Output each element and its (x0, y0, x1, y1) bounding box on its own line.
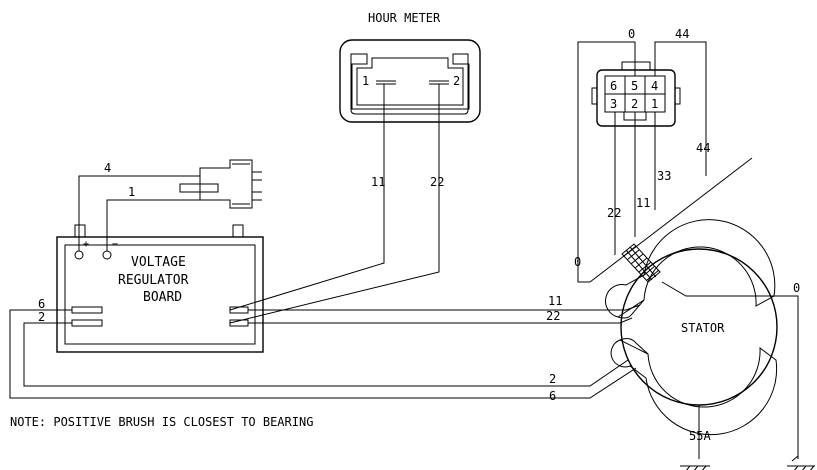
regulator-line-2: REGULATOR (118, 273, 189, 288)
wire-label-11-connector: 11 (636, 196, 650, 210)
wire-label-0-top: 0 (628, 27, 635, 41)
pin-3: 3 (610, 97, 617, 111)
stator: STATOR (605, 219, 778, 436)
pin-1: 1 (651, 97, 658, 111)
pin-6: 6 (610, 79, 617, 93)
regulator-loop-wires (9, 309, 637, 399)
wire-label-6-bottom: 6 (549, 389, 556, 403)
note-text: NOTE: POSITIVE BRUSH IS CLOSEST TO BEARI… (10, 415, 313, 429)
wire-label-4: 4 (104, 161, 111, 175)
ground-symbol-right (787, 455, 815, 470)
stator-label: STATOR (681, 321, 725, 335)
wire-label-2-bottom: 2 (549, 372, 556, 386)
harness-bundle (621, 243, 661, 283)
wire-label-0-left: 0 (574, 255, 581, 269)
wire-label-2-left: 2 (38, 310, 45, 324)
wire-label-44-side: 44 (696, 141, 710, 155)
pin-4: 4 (651, 79, 658, 93)
hour-meter-pin-right: 2 (453, 74, 460, 88)
wire-label-44-top: 44 (675, 27, 689, 41)
terminal-plus: + (83, 239, 89, 250)
wire-label-33: 33 (657, 169, 671, 183)
connector-wires (577, 41, 707, 283)
regulator-plug-wires (78, 159, 262, 251)
wire-label-22-meter: 22 (430, 175, 444, 189)
wire-label-1: 1 (128, 185, 135, 199)
hour-meter-pin-left: 1 (362, 74, 369, 88)
wire-label-6-left: 6 (38, 297, 45, 311)
ground-symbol-bottom (680, 465, 710, 470)
regulator-line-3: BOARD (143, 290, 182, 305)
regulator-stator-wires (248, 304, 641, 324)
pin-5: 5 (631, 79, 638, 93)
hour-meter-wires (229, 84, 440, 324)
regulator-line-1: VOLTAGE (131, 255, 186, 270)
six-pin-connector: 6 5 4 3 2 1 (591, 61, 681, 127)
pin-2: 2 (631, 97, 638, 111)
wire-label-11-meter: 11 (371, 175, 385, 189)
wire-label-22-connector: 22 (607, 206, 621, 220)
hour-meter: HOUR METER 1 2 (339, 11, 481, 123)
wire-label-0-right: 0 (793, 281, 800, 295)
terminal-minus: − (112, 239, 118, 250)
wire-label-11-stator: 11 (548, 294, 562, 308)
stator-ground-wire (661, 281, 799, 459)
hour-meter-title: HOUR METER (368, 11, 441, 25)
wire-label-55a: 55A (689, 429, 711, 443)
harness-line (589, 157, 753, 283)
voltage-regulator-board: + − VOLTAGE REGULATOR BOARD (56, 224, 264, 353)
wire-label-22-stator: 22 (546, 309, 560, 323)
